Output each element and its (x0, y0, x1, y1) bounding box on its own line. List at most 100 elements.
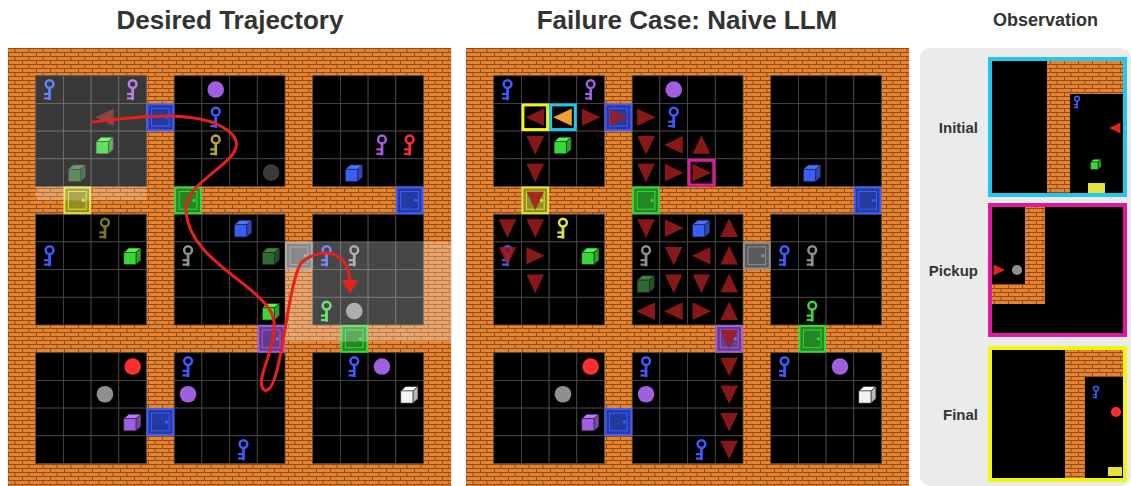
floor-cell (202, 380, 230, 408)
agent-arrow (720, 301, 738, 320)
floor-cell (230, 214, 258, 242)
grid-map (8, 48, 451, 486)
floor-cell (826, 103, 854, 131)
agent-arrow (499, 247, 517, 266)
door-inset (720, 330, 738, 348)
floor-cell (340, 380, 368, 408)
floor-cell (368, 436, 396, 464)
agent-arrow (720, 441, 738, 460)
key-ring (642, 357, 650, 365)
ball-icon (1111, 407, 1121, 417)
floor-cell (798, 76, 826, 104)
key-tooth (99, 236, 105, 238)
floor-cell (119, 408, 147, 436)
door-panel (148, 409, 174, 435)
floor-cell (396, 353, 424, 381)
floor-cell (798, 214, 826, 242)
floor-cell (494, 270, 522, 298)
floor-cell (854, 353, 882, 381)
floor-cell (313, 159, 341, 187)
floor-cell (632, 131, 660, 159)
trace-step (720, 413, 738, 432)
floor-cell (36, 242, 64, 270)
floor-cell (549, 131, 577, 159)
trace-step (693, 275, 711, 294)
agent-arrow (693, 135, 711, 154)
floor-cell (396, 408, 424, 436)
floor-cell (119, 380, 147, 408)
key-tooth (779, 259, 785, 261)
door-object (397, 188, 423, 214)
key-tooth (404, 153, 410, 155)
floor-cell (771, 103, 799, 131)
floor-cell (230, 297, 258, 325)
key-tooth (44, 264, 50, 266)
key-ring (670, 108, 678, 116)
floor-cell (119, 242, 147, 270)
floor-cell (257, 103, 285, 131)
floor-cell (494, 131, 522, 159)
floor-cell (632, 159, 660, 187)
observation-panel (920, 48, 1131, 486)
key-tooth (779, 264, 785, 266)
box-front (693, 225, 705, 237)
floor-cell (396, 131, 424, 159)
floor-cell (63, 436, 91, 464)
agent-arrow (526, 136, 544, 155)
door-panel (397, 188, 423, 214)
key-ring (101, 219, 109, 227)
key-object (238, 440, 247, 460)
floor-cell (91, 408, 119, 436)
key-object (696, 440, 705, 460)
floor-cell (577, 380, 605, 408)
key-tooth (1074, 104, 1077, 105)
ball-object (180, 386, 197, 403)
floor-cell (715, 131, 743, 159)
floor-cell (798, 436, 826, 464)
door-inset (748, 247, 766, 265)
floor-cell (577, 214, 605, 242)
thumb-ground (991, 60, 1124, 194)
key-tooth (349, 374, 355, 376)
floor-cell (340, 436, 368, 464)
box-front (803, 169, 815, 181)
floor-cell (174, 436, 202, 464)
door-panel (606, 409, 632, 435)
agent-arrow (693, 275, 711, 294)
key-tooth (376, 148, 382, 150)
box-object (803, 165, 820, 182)
floor-cell (715, 297, 743, 325)
door-inset (609, 413, 627, 431)
highlight-frame (689, 160, 714, 185)
key-tooth (183, 259, 189, 261)
key-object (807, 246, 816, 266)
box-object (554, 137, 571, 154)
key-ring (46, 246, 54, 254)
floor-cell (368, 159, 396, 187)
thumb-wall (1047, 60, 1124, 94)
floor-cell (771, 353, 799, 381)
door-panel (799, 326, 825, 352)
floor-cell (688, 408, 716, 436)
key-tooth (210, 125, 216, 127)
floor-cell (340, 159, 368, 187)
trace-step (665, 164, 684, 182)
key-ring (642, 246, 650, 254)
trace-step (664, 136, 683, 154)
box-object (582, 248, 599, 265)
key-object (779, 357, 788, 377)
key-object (210, 136, 219, 156)
agent-arrow (665, 247, 683, 266)
box-object (582, 414, 599, 431)
floor-cell (688, 214, 716, 242)
key-tooth (807, 314, 813, 316)
agent-arrow (526, 191, 544, 210)
floor-cell (36, 214, 64, 242)
floor-cell (91, 380, 119, 408)
floor-cell (396, 159, 424, 187)
floor-cell (396, 214, 424, 242)
floor-cell (257, 408, 285, 436)
key-tooth (779, 374, 785, 376)
floor-cell (577, 131, 605, 159)
key-object (183, 357, 192, 377)
